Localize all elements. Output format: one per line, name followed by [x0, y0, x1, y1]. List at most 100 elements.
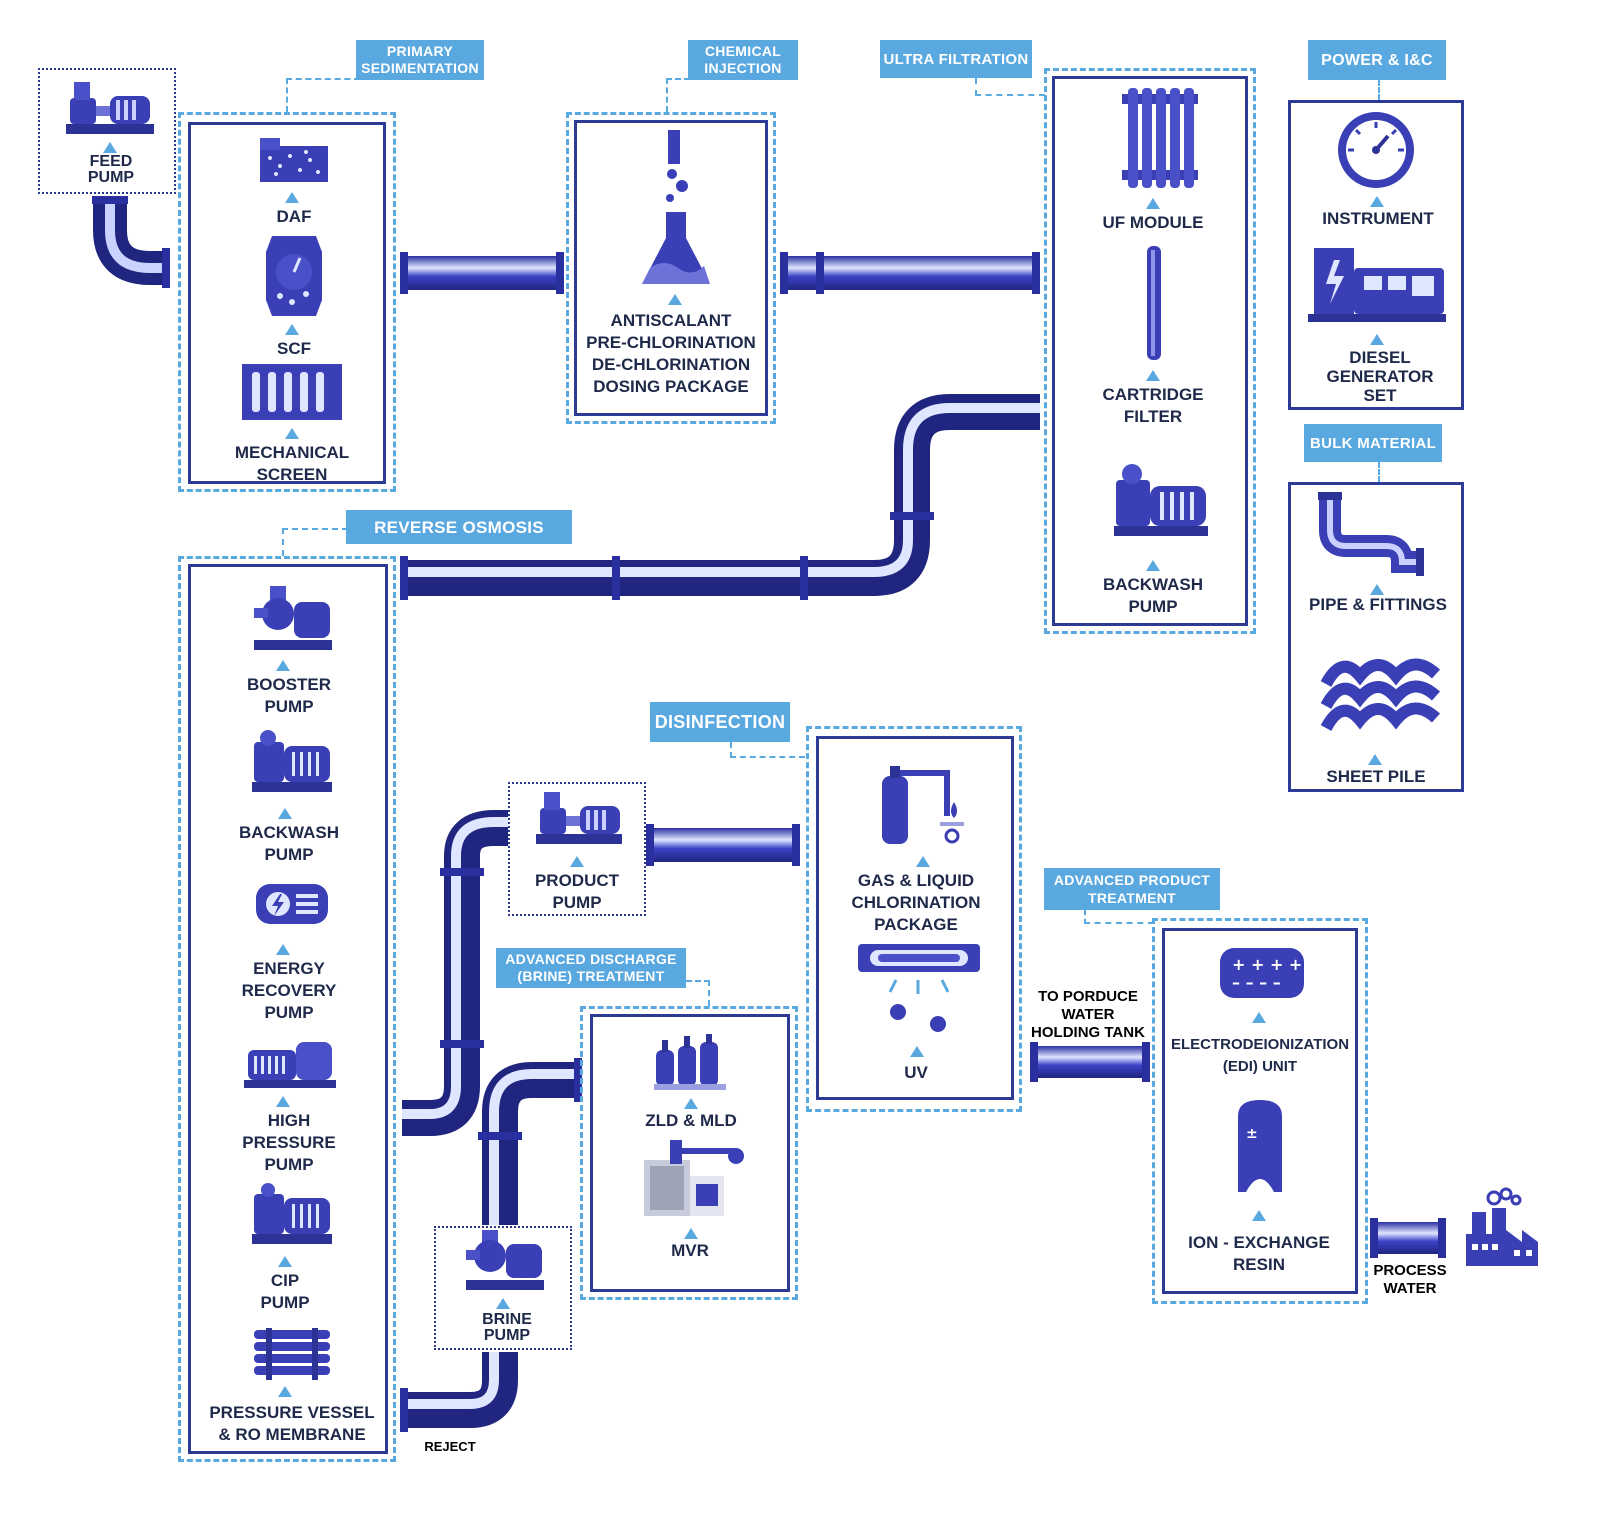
- connector-product: [1084, 910, 1086, 924]
- box-discharge-outer: [580, 1006, 798, 1300]
- pipe-brine-to-zld: [478, 1058, 582, 1225]
- box-disinfection-outer: [806, 726, 1022, 1112]
- daf-icon: [260, 138, 328, 182]
- sheet-pile-marker: [1368, 754, 1382, 765]
- pressure-vessel-marker: [278, 1386, 292, 1397]
- cip-pump-icon: [252, 1183, 332, 1244]
- sheet-pile-icon: [1320, 658, 1441, 732]
- energy-recovery-pump-marker: [276, 944, 290, 955]
- pipe-ro-to-product: [402, 810, 508, 1136]
- process-water-label: PROCESS WATER: [1373, 1262, 1447, 1297]
- instrument-gauge-icon: [1338, 112, 1414, 188]
- diesel-generator-label: DIESEL GENERATOR SET: [1326, 348, 1434, 405]
- uf-backwash-pump-marker: [1146, 560, 1160, 571]
- pipe-uf-to-ro: [400, 394, 1040, 600]
- connector-power: [1378, 80, 1380, 100]
- ro-backwash-pump-icon: [252, 730, 332, 792]
- box-ro-outer: [178, 556, 396, 1462]
- uf-module-marker: [1146, 198, 1160, 209]
- dosing-label: ANTISCALANT PRE-CHLORINATION DE-CHLORINA…: [586, 311, 756, 396]
- connector-primary: [286, 78, 360, 112]
- connector-uf-b: [975, 94, 1045, 96]
- tag-power-ic: POWER & I&C: [1308, 40, 1446, 80]
- box-chemical-outer: [566, 112, 776, 424]
- pressure-vessel-icon: [254, 1328, 330, 1380]
- box-product-pump: [508, 782, 646, 916]
- sheet-pile-label: SHEET PILE: [1326, 767, 1426, 786]
- high-pressure-pump-icon: [244, 1042, 336, 1088]
- mvr-icon: [644, 1140, 744, 1216]
- product-pump-label: PRODUCT PUMP: [534, 871, 620, 912]
- cartridge-filter-marker: [1146, 370, 1160, 381]
- mechanical-screen-marker: [285, 428, 299, 439]
- edi-label: ELECTRODEIONIZATION (EDI) UNIT: [1170, 1036, 1350, 1075]
- box-disinfection-inner: [816, 736, 1014, 1100]
- instrument-label: INSTRUMENT: [1322, 209, 1434, 228]
- pressure-vessel-label: PRESSURE VESSEL & RO MEMBRANE: [209, 1403, 375, 1444]
- scf-marker: [285, 324, 299, 335]
- connector-chemical: [666, 78, 690, 112]
- brine-pump-label: BRINE PUMP: [482, 1311, 532, 1344]
- mvr-label: MVR: [671, 1241, 709, 1260]
- pipe-to-holding-tank: [1030, 1042, 1150, 1082]
- connector-disinfection-b: [730, 756, 805, 758]
- box-product-outer: [1152, 918, 1368, 1304]
- uv-marker: [910, 1046, 924, 1057]
- high-pressure-pump-label: HIGH PRESSURE PUMP: [242, 1111, 336, 1174]
- booster-pump-marker: [276, 660, 290, 671]
- energy-recovery-pump-icon: [256, 884, 328, 924]
- mechanical-screen-icon: [242, 364, 342, 420]
- pipe-fittings-marker: [1370, 584, 1384, 595]
- tag-reverse-osmosis: REVERSE OSMOSIS: [346, 510, 572, 544]
- uv-label: UV: [904, 1063, 928, 1082]
- svg-text:+ + + +: + + + +: [1232, 955, 1302, 974]
- dosing-flask-icon: [642, 130, 710, 284]
- connector-product-b: [1084, 922, 1154, 924]
- ro-backwash-pump-marker: [278, 808, 292, 819]
- pipe-product-to-disinfection: [646, 824, 800, 866]
- tag-advanced-product: ADVANCED PRODUCT TREATMENT: [1044, 868, 1220, 910]
- reject-label: REJECT: [424, 1439, 476, 1454]
- edi-unit-icon: + + + + – – – –: [1220, 948, 1304, 998]
- tag-bulk-material: BULK MATERIAL: [1304, 424, 1442, 462]
- tag-ultra-filtration: ULTRA FILTRATION: [880, 40, 1032, 78]
- mechanical-screen-label: MECHANICAL SCREEN: [234, 443, 350, 484]
- pipe-fittings-icon: [1318, 492, 1424, 576]
- box-ro-inner: [188, 564, 388, 1454]
- uf-module-label: UF MODULE: [1102, 213, 1204, 232]
- cartridge-filter-icon: [1147, 246, 1161, 360]
- factory-icon: [1466, 1187, 1538, 1266]
- pipe-reject: [400, 1352, 518, 1432]
- tag-advanced-discharge: ADVANCED DISCHARGE (BRINE) TREATMENT: [496, 948, 686, 988]
- svg-text:±: ±: [1246, 1126, 1258, 1142]
- pipe-fittings-label: PIPE & FITTINGS: [1309, 595, 1447, 614]
- scf-label: SCF: [277, 339, 311, 358]
- box-uf-outer: [1044, 68, 1256, 634]
- ion-exchange-marker: [1252, 1210, 1266, 1221]
- daf-label: DAF: [276, 207, 312, 226]
- instrument-marker: [1370, 196, 1384, 207]
- ion-exchange-label: ION - EXCHANGE RESIN: [1188, 1233, 1330, 1274]
- cartridge-filter-label: CARTRIDGE FILTER: [1102, 385, 1204, 426]
- pipe-process-water: [1370, 1218, 1446, 1258]
- product-pump-marker: [570, 856, 584, 867]
- dosing-marker: [668, 294, 682, 305]
- zld-mld-label: ZLD & MLD: [645, 1111, 737, 1130]
- tag-disinfection: DISINFECTION: [650, 702, 790, 742]
- pipe-chem-to-uf: [780, 252, 1040, 294]
- connector-discharge: [686, 980, 710, 1006]
- to-holding-tank-label: TO PORDUCE WATER HOLDING TANK: [1031, 988, 1145, 1041]
- box-brine-pump: [434, 1226, 572, 1350]
- connector-ro: [282, 528, 348, 556]
- pipe-feed-elbow: [92, 196, 170, 288]
- product-pump-icon: [536, 792, 622, 844]
- diesel-generator-marker: [1370, 334, 1384, 345]
- cip-pump-marker: [278, 1256, 292, 1267]
- energy-recovery-pump-label: ENERGY RECOVERY PUMP: [241, 959, 337, 1022]
- connector-uf: [975, 78, 977, 96]
- chlorination-label: GAS & LIQUID CHLORINATION PACKAGE: [851, 871, 981, 934]
- feed-pump-marker: [103, 142, 117, 153]
- tag-primary-sedimentation: PRIMARY SEDIMENTATION: [356, 40, 484, 80]
- box-feed-pump: [38, 68, 176, 194]
- uf-module-icon: [1122, 88, 1198, 188]
